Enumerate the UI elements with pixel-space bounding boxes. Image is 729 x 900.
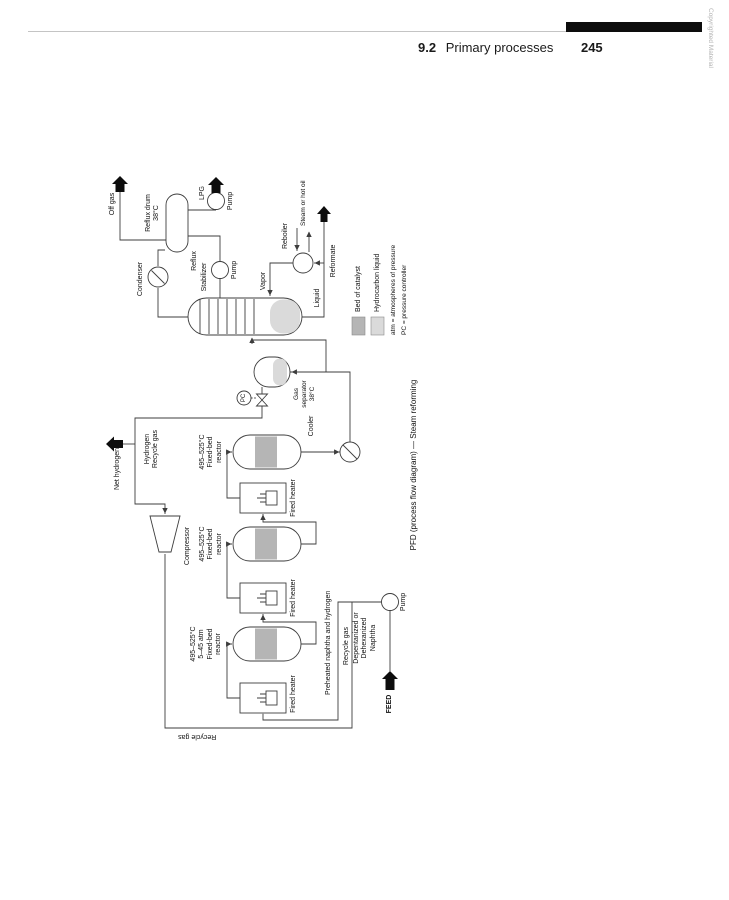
reactor-2-label: 495–525°C Fixed-bed reactor (199, 526, 223, 562)
condenser-label: Condenser (137, 261, 144, 297)
lpg-label: LPG (199, 186, 206, 201)
legend-bed-of-catalyst: Bed of catalyst (355, 266, 362, 312)
reflux-drum-vessel (165, 193, 189, 253)
naphtha-label: Depentanized or Dehexanized Naphtha (353, 612, 377, 664)
vapor-label: Vapor (260, 271, 267, 291)
pfd-diagram: Off gas Reflux drum 38°C Condenser LPG P… (100, 170, 440, 750)
legend-swatch-liquid (370, 316, 385, 336)
legend-swatch-catalyst (351, 316, 366, 336)
reflux-pump-symbol (211, 261, 229, 279)
header-black-bar (566, 22, 702, 32)
fired-heater-1-label: Fired heater (290, 479, 297, 517)
preheated-label: Preheated naphtha and hydrogen (325, 590, 332, 695)
reactor-3-label: 495–525°C 5–45 atm Fixed-bed reactor (190, 626, 223, 662)
pc-controller-bubble (236, 390, 252, 406)
recycle-gas-downcomer-label: Recycle gas (178, 733, 217, 741)
fired-heater-1 (239, 682, 287, 714)
reflux-pump-label: Pump (231, 260, 238, 280)
feed-pump-label: Pump (400, 592, 407, 612)
control-valve (255, 393, 269, 407)
fired-heater-3 (239, 482, 287, 514)
reformate-label: Reformate (330, 244, 337, 278)
gas-separator-vessel (253, 356, 291, 388)
section-number: 9.2 (418, 40, 437, 55)
off-gas-label: Off gas (109, 192, 116, 216)
cooler-symbol (339, 441, 361, 463)
legend-hydrocarbon-liquid: Hydrocarbon liquid (374, 253, 381, 312)
copyright-notice: Copyrighted Material (707, 8, 714, 68)
reflux-label: Reflux (191, 251, 198, 271)
net-hydrogen-label: Net hydrogen (114, 448, 121, 491)
pc-label: PC (240, 393, 247, 403)
header-rule (28, 31, 702, 32)
gas-separator-label: Gas separator 38°C (293, 380, 316, 408)
stabilizer-label: Stabilizer (201, 262, 208, 292)
legend-pc-note: PC = pressure controller (401, 264, 408, 335)
reboiler-symbol (292, 252, 314, 274)
recycle-gas-feed-label: Recycle gas (343, 626, 350, 666)
stabilizer-column (187, 297, 303, 336)
fired-heater-2 (239, 582, 287, 614)
fixed-bed-reactor-3 (232, 434, 302, 470)
reflux-drum-label: Reflux drum 38°C (145, 194, 161, 232)
reformate-arrow (317, 206, 331, 222)
condenser-symbol (147, 266, 169, 288)
hydrogen-recycle-label: Hydrogen Recycle gas (144, 429, 160, 469)
fixed-bed-reactor-2 (232, 526, 302, 562)
feed-arrow (382, 671, 398, 690)
net-hydrogen-arrow (106, 436, 123, 452)
pfd-linework (106, 176, 399, 729)
legend-atm-note: atm = atmospheres of pressure (390, 244, 397, 335)
liquid-label: Liquid (314, 288, 321, 308)
lpg-arrow (208, 177, 224, 193)
page-header: 9.2 Primary processes 245 (418, 40, 603, 55)
off-gas-arrow (112, 176, 128, 192)
feed-label: FEED (386, 694, 393, 714)
lpg-pump-label: Pump (227, 191, 234, 211)
section-title: Primary processes (445, 40, 554, 55)
fired-heater-3-label: Fired heater (290, 675, 297, 713)
cooler-label: Cooler (308, 415, 315, 437)
steam-hot-oil-label: Steam or hot oil (300, 180, 307, 226)
compressor-symbol (149, 515, 181, 553)
fired-heater-2-label: Fired heater (290, 579, 297, 617)
feed-pump-symbol (381, 593, 399, 611)
fixed-bed-reactor-1 (232, 626, 302, 662)
lpg-pump-symbol (207, 192, 225, 210)
reboiler-label: Reboiler (282, 222, 289, 250)
compressor-label: Compressor (184, 526, 191, 566)
reactor-1-label: 495–525°C Fixed-bed reactor (199, 434, 223, 470)
page-number: 245 (580, 40, 603, 55)
figure-caption: PFD (process flow diagram) — Steam refor… (409, 379, 418, 551)
